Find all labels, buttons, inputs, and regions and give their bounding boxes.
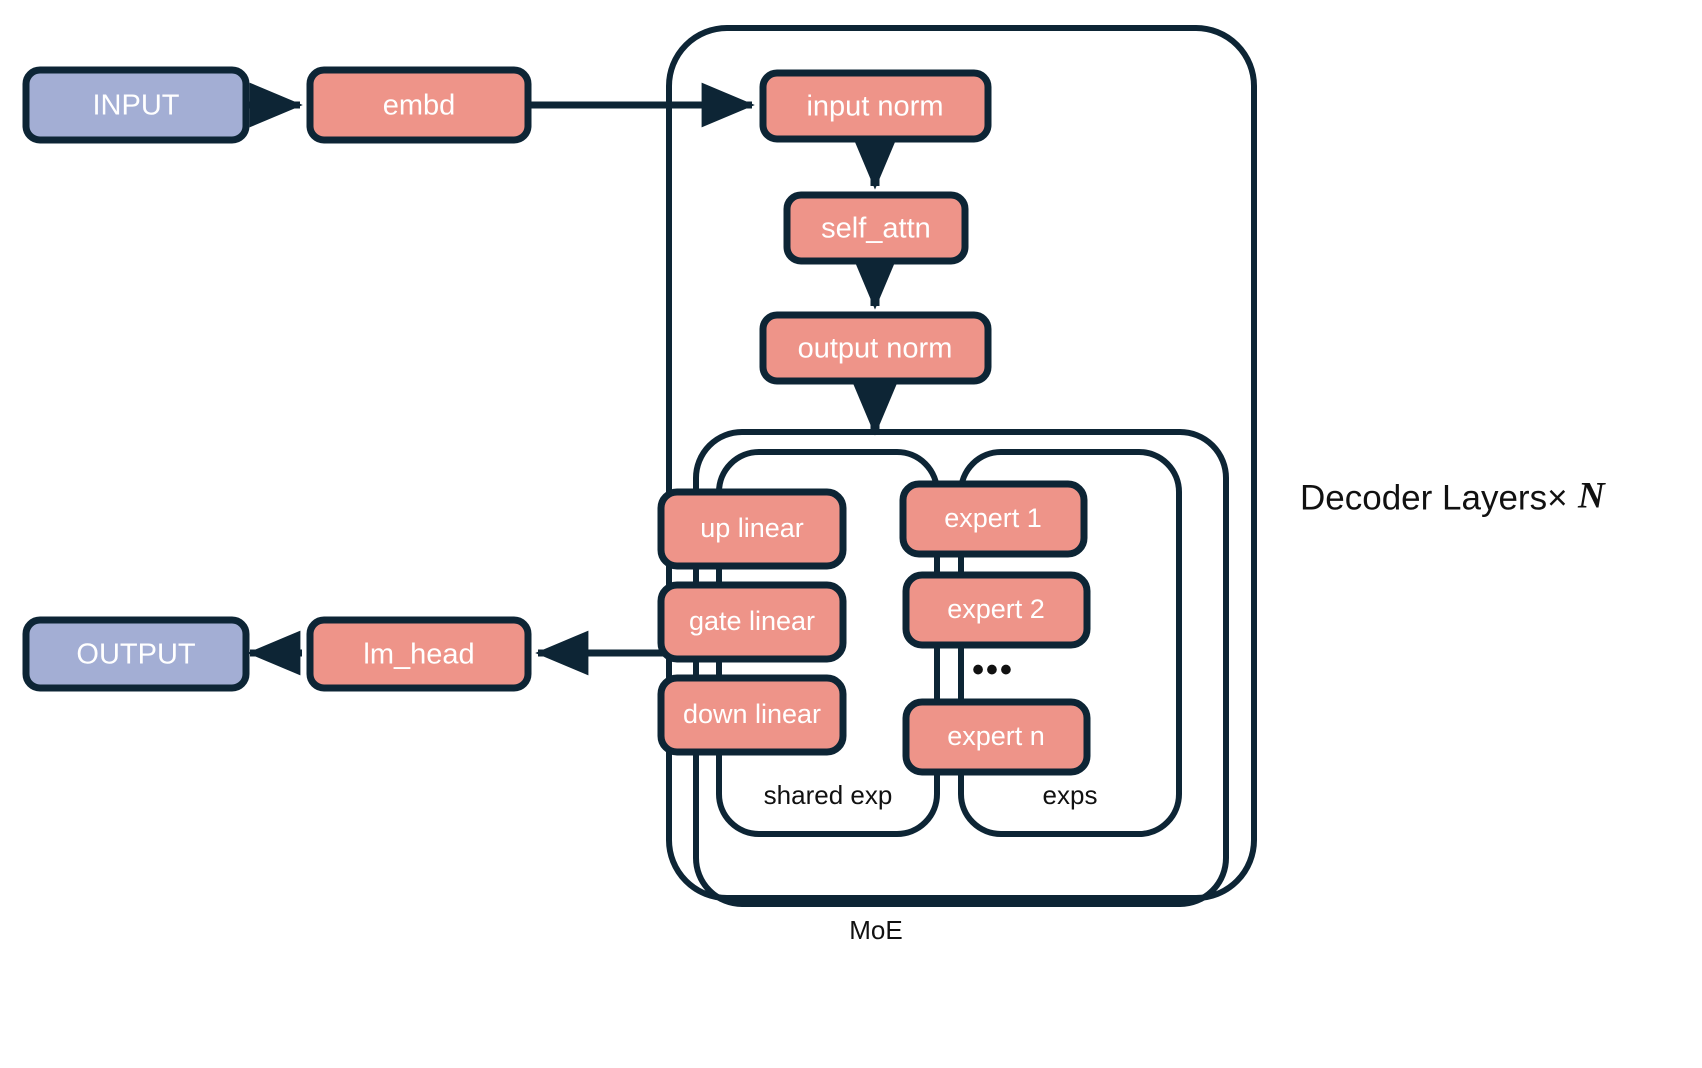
expert-n-box[interactable] (902, 698, 1091, 776)
expert-2-box[interactable] (902, 571, 1091, 649)
node-output[interactable]: OUTPUT (22, 616, 250, 692)
node-input-norm[interactable]: input norm (759, 69, 992, 143)
moe-box (693, 429, 1229, 907)
decoder-layers-group (666, 25, 1257, 901)
node-lm-head[interactable]: lm_head (306, 616, 532, 692)
experts-label: exps (1043, 780, 1098, 810)
decoder-layers-box (666, 25, 1257, 901)
node-expert-2[interactable]: expert 2 (902, 571, 1091, 649)
embd-node-box[interactable] (306, 66, 532, 144)
input-node-box[interactable] (22, 66, 250, 144)
node-expert-1[interactable]: expert 1 (899, 480, 1088, 558)
node-output-norm[interactable]: output norm (759, 311, 992, 385)
node-up-linear[interactable]: up linear (657, 488, 847, 570)
expert-1-box[interactable] (899, 480, 1088, 558)
down-linear-box[interactable] (657, 674, 847, 756)
gate-linear-box[interactable] (657, 581, 847, 663)
output-node-box[interactable] (22, 616, 250, 692)
moe-label: MoE (849, 915, 902, 945)
node-expert-n[interactable]: expert n (902, 698, 1091, 776)
node-self-attn[interactable]: self_attn (783, 191, 969, 265)
node-input[interactable]: INPUT (22, 66, 250, 144)
node-embd[interactable]: embd (306, 66, 532, 144)
shared-expert-label: shared exp (764, 780, 893, 810)
lm-head-box[interactable] (306, 616, 532, 692)
experts-ellipsis: ••• (972, 651, 1014, 689)
decoder-layers-label: Decoder Layers× (1300, 478, 1568, 517)
edge-layer (246, 82, 904, 676)
decoder-layers-repeat-count: N (1577, 475, 1606, 516)
up-linear-box[interactable] (657, 488, 847, 570)
node-gate-linear[interactable]: gate linear (657, 581, 847, 663)
output-norm-box[interactable] (759, 311, 992, 385)
input-norm-box[interactable] (759, 69, 992, 143)
moe-group: MoE (693, 429, 1229, 945)
self-attn-box[interactable] (783, 191, 969, 265)
node-down-linear[interactable]: down linear (657, 674, 847, 756)
